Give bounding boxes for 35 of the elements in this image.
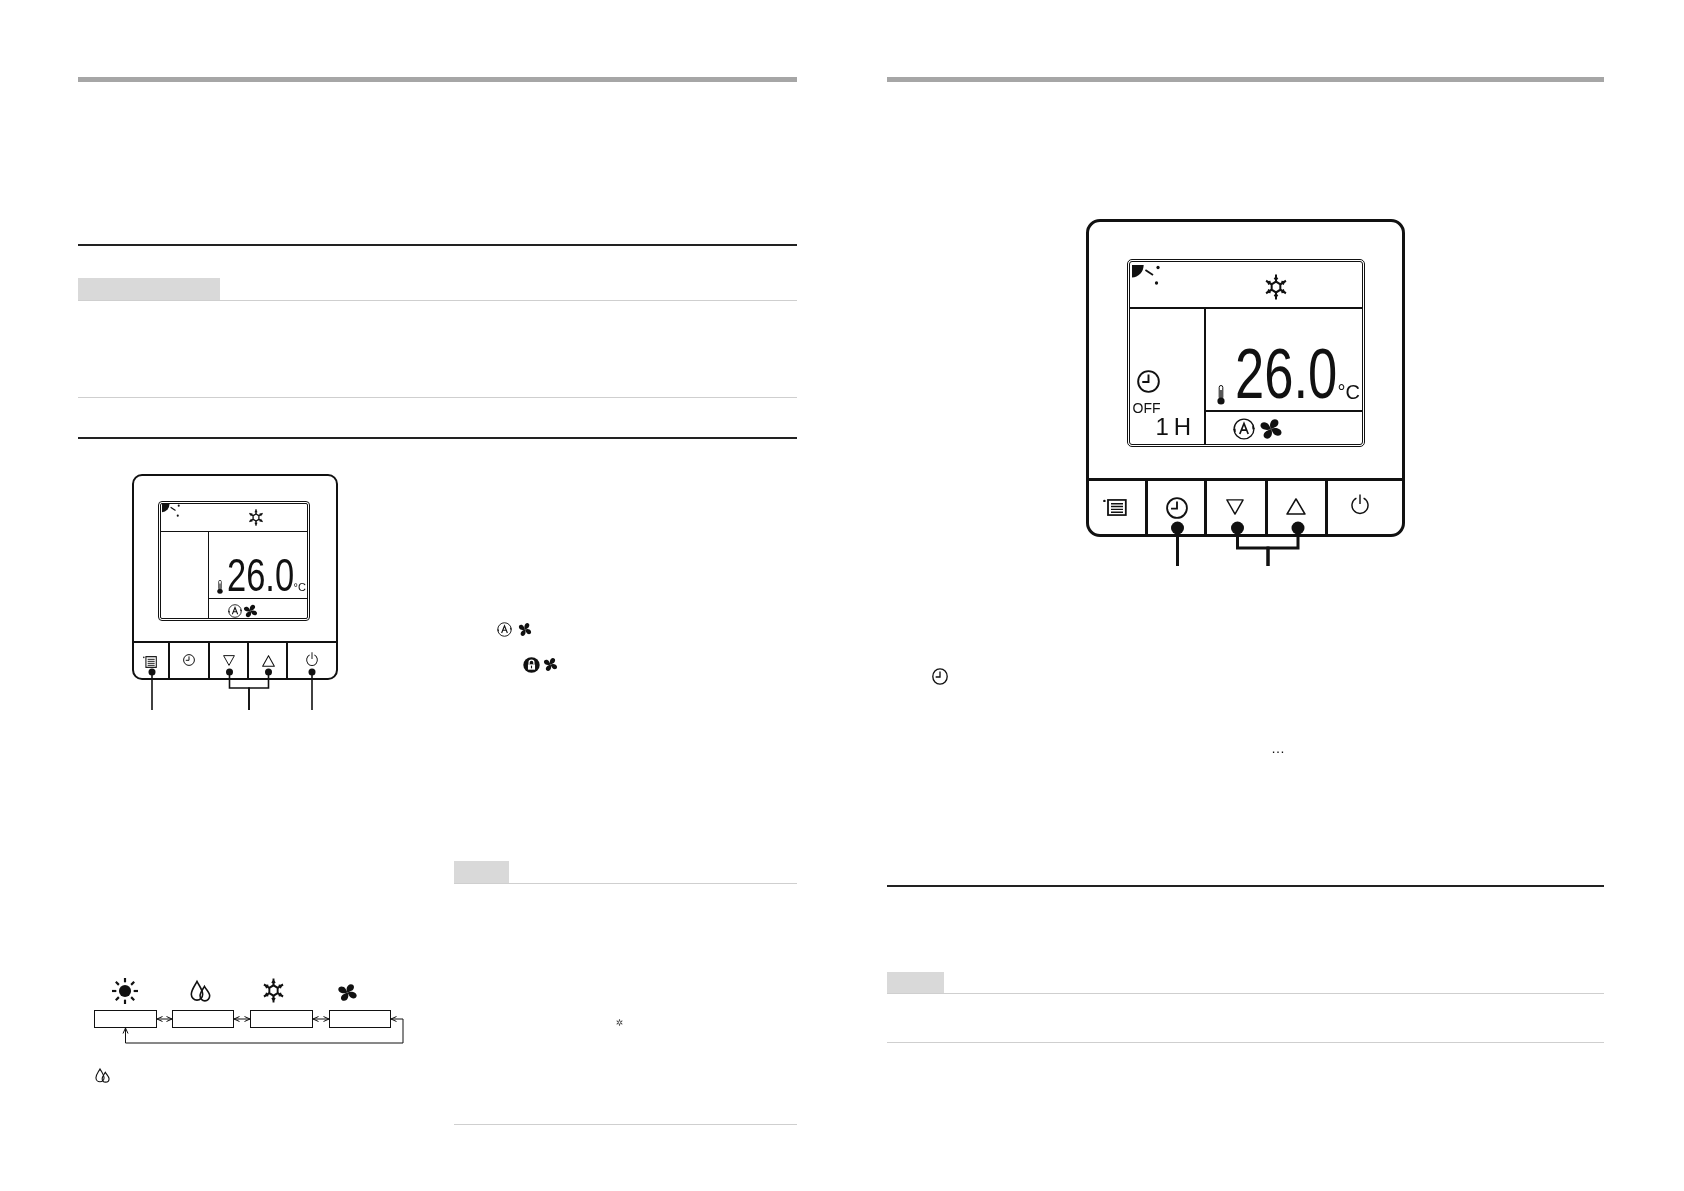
mode-box <box>94 1010 157 1028</box>
leader-line <box>248 667 273 711</box>
double-arrow <box>312 1016 330 1022</box>
menu-button <box>1089 478 1148 534</box>
ellipsis: … <box>1271 741 1285 755</box>
mode-box <box>329 1010 391 1028</box>
heading-tab <box>78 278 220 300</box>
heading-tab <box>887 972 944 993</box>
down-button <box>210 641 249 678</box>
lcd-screen <box>1127 259 1365 447</box>
leader-line <box>307 667 317 711</box>
mode-box <box>250 1010 313 1028</box>
double-arrow <box>233 1016 251 1022</box>
menu-button <box>134 641 170 678</box>
timer-button <box>1148 478 1207 534</box>
leader-line <box>1169 520 1186 566</box>
down-button <box>1207 478 1268 534</box>
timer-duration: 1H <box>1155 414 1197 439</box>
heading-tab <box>454 861 509 883</box>
remote-control-body <box>1086 219 1405 537</box>
timer-button <box>170 641 210 678</box>
double-arrow <box>156 1016 173 1022</box>
double-arrow <box>122 1016 404 1044</box>
temperature-unit: °C <box>293 581 306 593</box>
mode-box <box>172 1010 234 1028</box>
temperature-reading: 26.0 <box>226 551 294 598</box>
leader-line <box>1266 520 1306 566</box>
temperature-reading: 26.0 <box>1234 338 1337 409</box>
remote-control-body <box>132 474 338 680</box>
timer-status: OFF <box>1132 400 1161 415</box>
up-button <box>249 641 288 678</box>
lcd-screen <box>158 501 310 621</box>
leader-line <box>147 667 157 711</box>
temperature-unit: °C <box>1337 381 1360 402</box>
up-button <box>1268 478 1328 534</box>
